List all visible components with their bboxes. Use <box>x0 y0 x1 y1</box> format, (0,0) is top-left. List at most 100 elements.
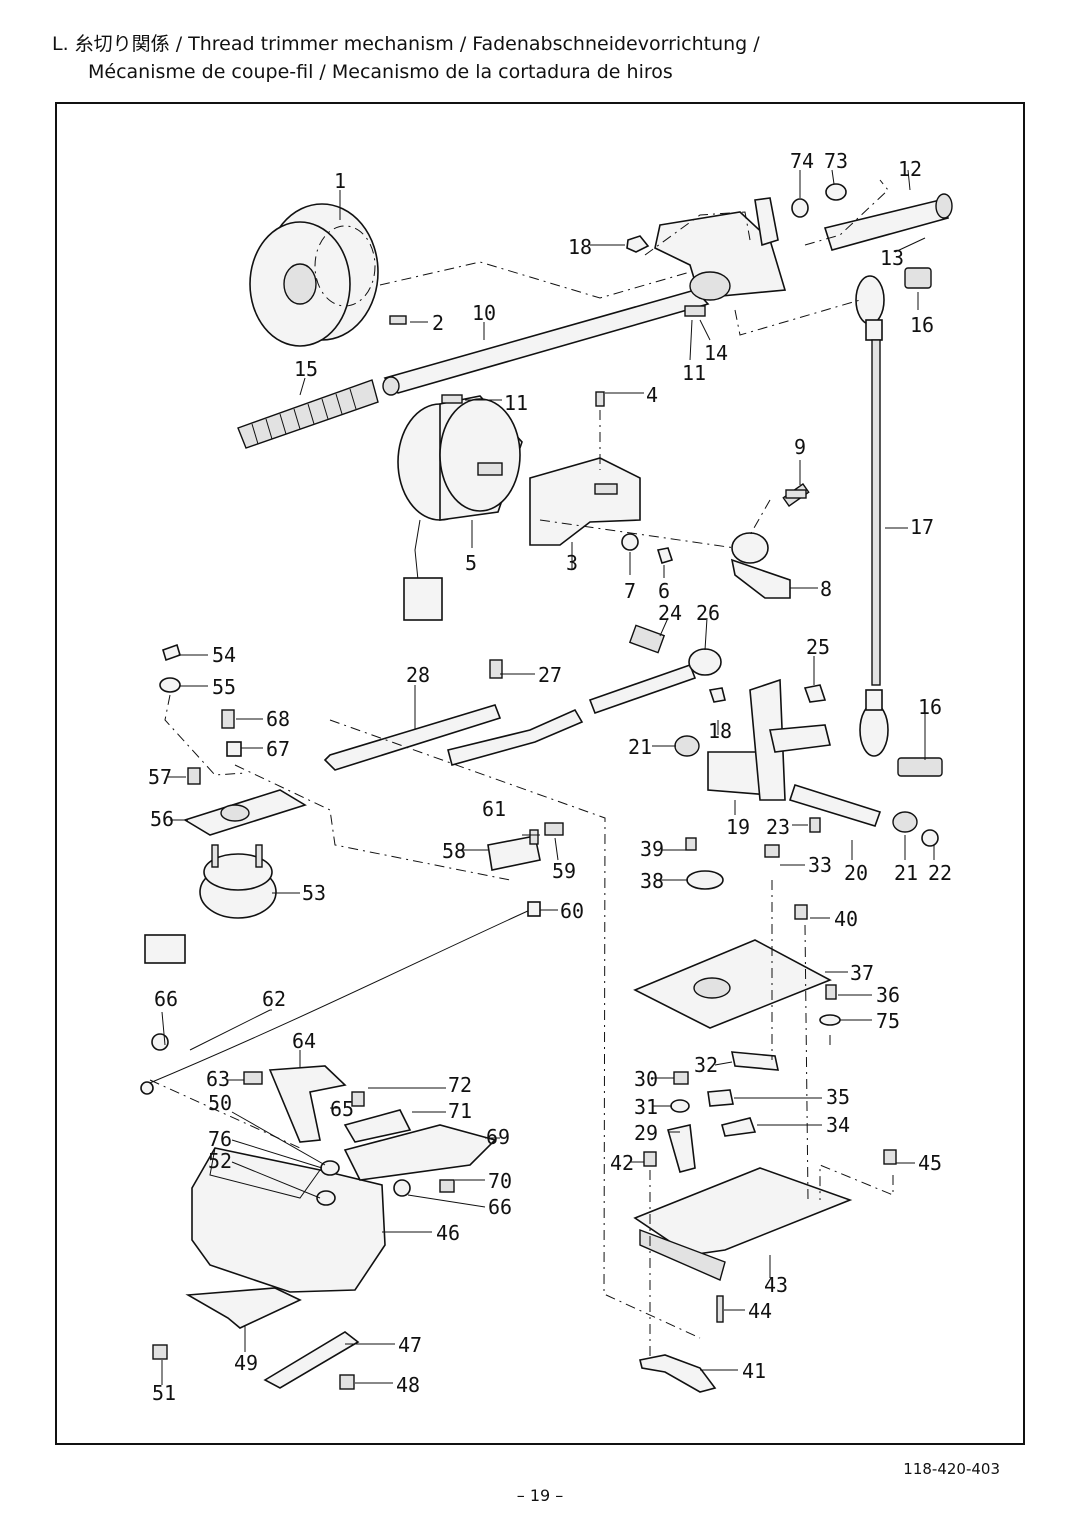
part-label: 61 <box>482 797 506 821</box>
link-rod-part <box>855 275 943 777</box>
part-label: 28 <box>406 663 430 687</box>
part-label: 63 <box>206 1067 230 1091</box>
upper-lever-part <box>654 183 953 317</box>
crank-part <box>730 483 810 599</box>
link-part <box>323 704 584 771</box>
block-part <box>487 835 541 871</box>
part-label: 56 <box>150 807 174 831</box>
part-label: 73 <box>824 149 848 173</box>
bottom-lever-part <box>639 1354 717 1393</box>
part-label: 55 <box>212 675 236 699</box>
part-label: 76 <box>208 1127 232 1151</box>
part-labels: 1 2 3 4 5 6 7 8 9 10 11 11 12 13 14 15 1… <box>148 149 952 1405</box>
part-label: 1 <box>334 169 346 193</box>
knife-plate-part <box>268 1065 497 1181</box>
part-label: 74 <box>790 149 814 173</box>
part-label: 33 <box>808 853 832 877</box>
part-label: 30 <box>634 1067 658 1091</box>
part-label: 11 <box>682 361 706 385</box>
part-label: 50 <box>208 1091 232 1115</box>
document-number: 118-420-403 <box>903 1460 1000 1478</box>
part-label: 16 <box>910 313 934 337</box>
part-label: 54 <box>212 643 236 667</box>
title-line-1: L. 糸切り関係 / Thread trimmer mechanism / Fa… <box>52 33 760 55</box>
part-label: 36 <box>876 983 900 1007</box>
part-label: 26 <box>696 601 720 625</box>
wire-part <box>140 909 531 1095</box>
part-label: 41 <box>742 1359 766 1383</box>
diagram-frame <box>55 102 1025 1445</box>
part-label: 25 <box>806 635 830 659</box>
part-label: 4 <box>646 383 658 407</box>
page-title: L. 糸切り関係 / Thread trimmer mechanism / Fa… <box>52 30 1052 86</box>
part-label: 66 <box>488 1195 512 1219</box>
cover-part <box>191 1147 386 1293</box>
cam-part <box>249 203 379 347</box>
part-label: 67 <box>266 737 290 761</box>
part-label: 64 <box>292 1029 316 1053</box>
lower-lever-part <box>185 1287 360 1389</box>
part-label: 9 <box>794 435 806 459</box>
part-label: 5 <box>465 551 477 575</box>
assembly-lines <box>149 179 894 1360</box>
part-label: 14 <box>704 341 728 365</box>
part-label: 2 <box>432 311 444 335</box>
part-label: 7 <box>624 579 636 603</box>
title-line-2: Mécanisme de coupe-fil / Mecanismo de la… <box>88 61 673 83</box>
part-label: 13 <box>880 246 904 270</box>
part-label: 43 <box>764 1273 788 1297</box>
part-label: 75 <box>876 1009 900 1033</box>
part-label: 17 <box>910 515 934 539</box>
lower-solenoid-part <box>144 844 277 964</box>
part-label: 42 <box>610 1151 634 1175</box>
part-label: 37 <box>850 961 874 985</box>
part-label: 19 <box>726 815 750 839</box>
part-label: 35 <box>826 1085 850 1109</box>
part-label: 46 <box>436 1221 460 1245</box>
part-label: 49 <box>234 1351 258 1375</box>
part-label: 29 <box>634 1121 658 1145</box>
spring-part <box>237 379 379 449</box>
part-label: 27 <box>538 663 562 687</box>
part-label: 11 <box>504 391 528 415</box>
part-label: 72 <box>448 1073 472 1097</box>
part-label: 15 <box>294 357 318 381</box>
part-label: 8 <box>820 577 832 601</box>
part-label: 21 <box>894 861 918 885</box>
adjust-rod-part <box>588 624 722 715</box>
part-label: 48 <box>396 1373 420 1397</box>
part-label: 66 <box>154 987 178 1011</box>
part-label: 65 <box>330 1097 354 1121</box>
part-label: 3 <box>566 551 578 575</box>
hardware-parts <box>151 235 939 1390</box>
part-label: 23 <box>766 815 790 839</box>
part-label: 59 <box>552 859 576 883</box>
solenoid-bracket-part <box>529 457 641 546</box>
part-label: 62 <box>262 987 286 1011</box>
part-label: 22 <box>928 861 952 885</box>
part-label: 20 <box>844 861 868 885</box>
part-label: 32 <box>694 1053 718 1077</box>
leader-lines <box>161 169 935 1385</box>
mount-plate-part <box>183 789 307 836</box>
part-label: 21 <box>628 735 652 759</box>
part-label: 6 <box>658 579 670 603</box>
part-label: 45 <box>918 1151 942 1175</box>
part-label: 51 <box>152 1381 176 1405</box>
part-label: 60 <box>560 899 584 923</box>
lever-bracket-part <box>674 678 918 833</box>
part-label: 68 <box>266 707 290 731</box>
part-label: 58 <box>442 839 466 863</box>
part-label: 18 <box>568 235 592 259</box>
part-label: 12 <box>898 157 922 181</box>
part-label: 34 <box>826 1113 850 1137</box>
part-label: 52 <box>208 1149 232 1173</box>
part-label: 38 <box>640 869 664 893</box>
part-label: 16 <box>918 695 942 719</box>
part-label: 39 <box>640 837 664 861</box>
part-label: 53 <box>302 881 326 905</box>
part-label: 71 <box>448 1099 472 1123</box>
part-label: 47 <box>398 1333 422 1357</box>
plate-part <box>633 939 832 1029</box>
